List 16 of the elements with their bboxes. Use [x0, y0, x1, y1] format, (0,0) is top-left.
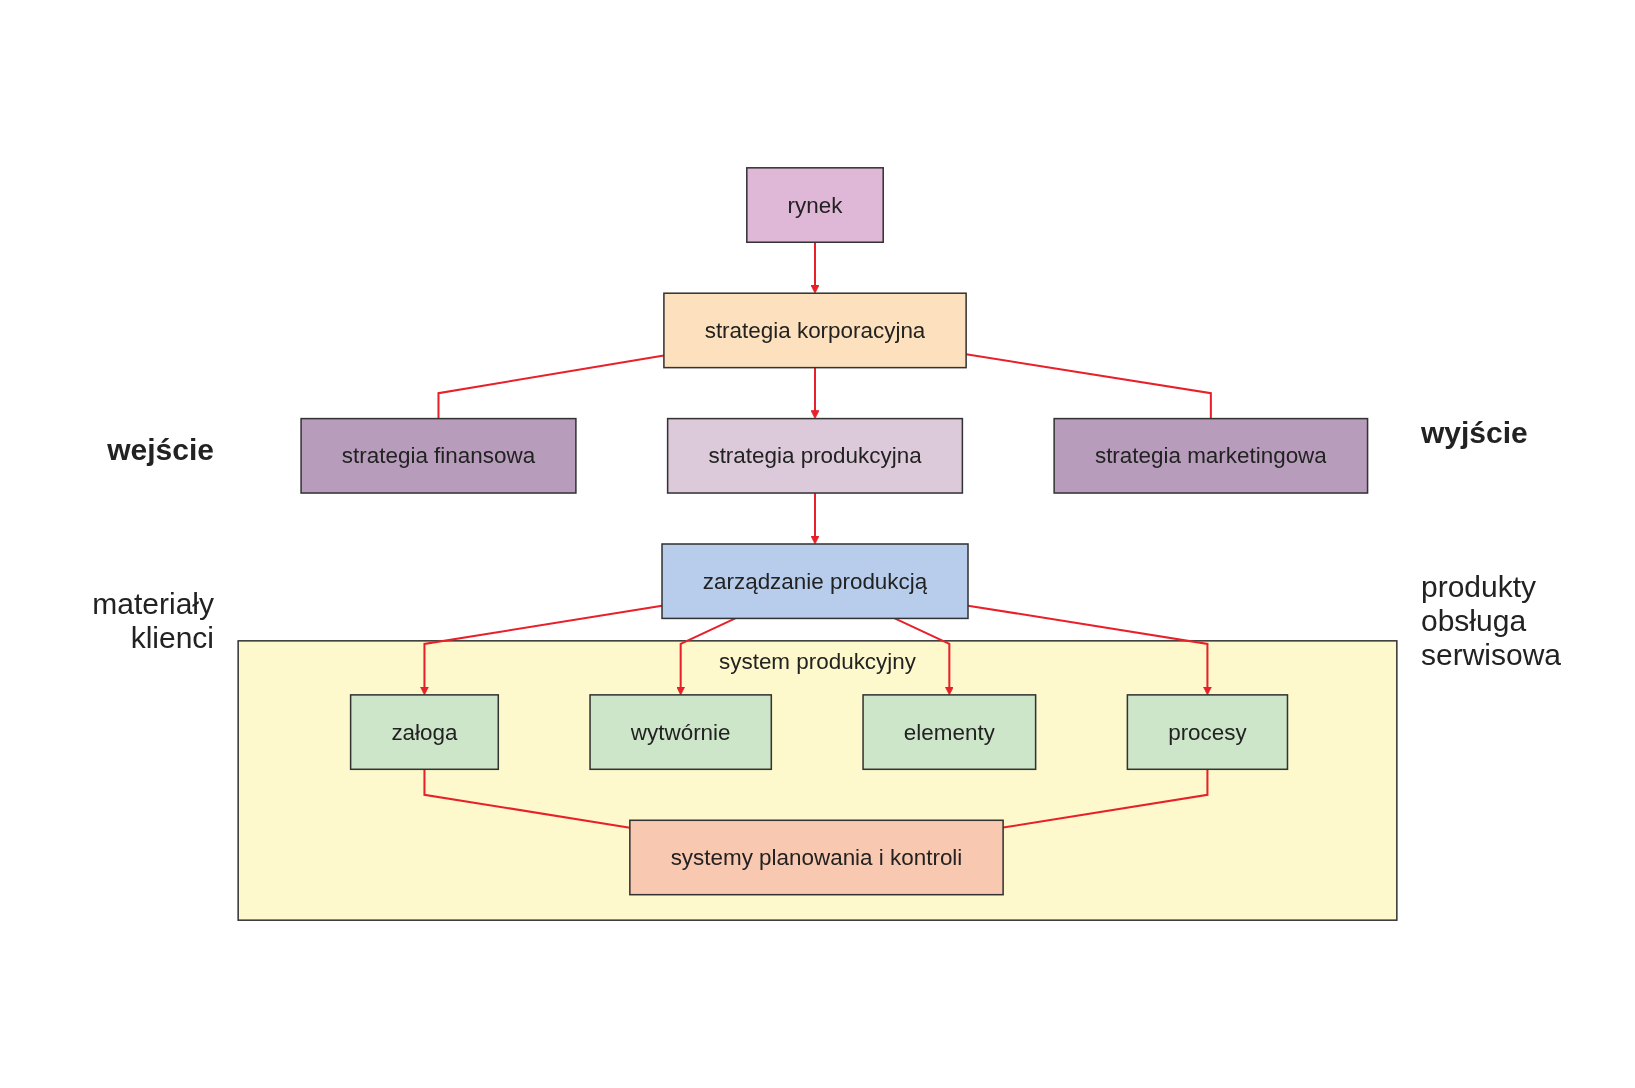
process-box: rynek	[746, 167, 884, 243]
process-box: strategia marketingowa	[1053, 417, 1369, 494]
process-box: wytwórnie	[589, 694, 773, 771]
group-title: system produkcyjny	[719, 649, 916, 675]
side-heading: wejście	[106, 433, 214, 467]
side-heading: wyjście	[1421, 416, 1529, 450]
process-box: systemy planowania i kontroli	[629, 819, 1004, 896]
side-note: materiały klienci	[91, 587, 214, 655]
process-box: zarządzanie produkcją	[661, 543, 969, 620]
process-box: strategia korporacyjna	[663, 292, 967, 369]
process-box: elementy	[862, 694, 1037, 771]
side-note: produkty obsługa serwisowa	[1421, 570, 1563, 672]
process-box: strategia produkcyjna	[666, 417, 964, 494]
process-box: strategia finansowa	[300, 417, 577, 494]
process-box: procesy	[1126, 694, 1289, 771]
process-box: załoga	[349, 694, 500, 771]
